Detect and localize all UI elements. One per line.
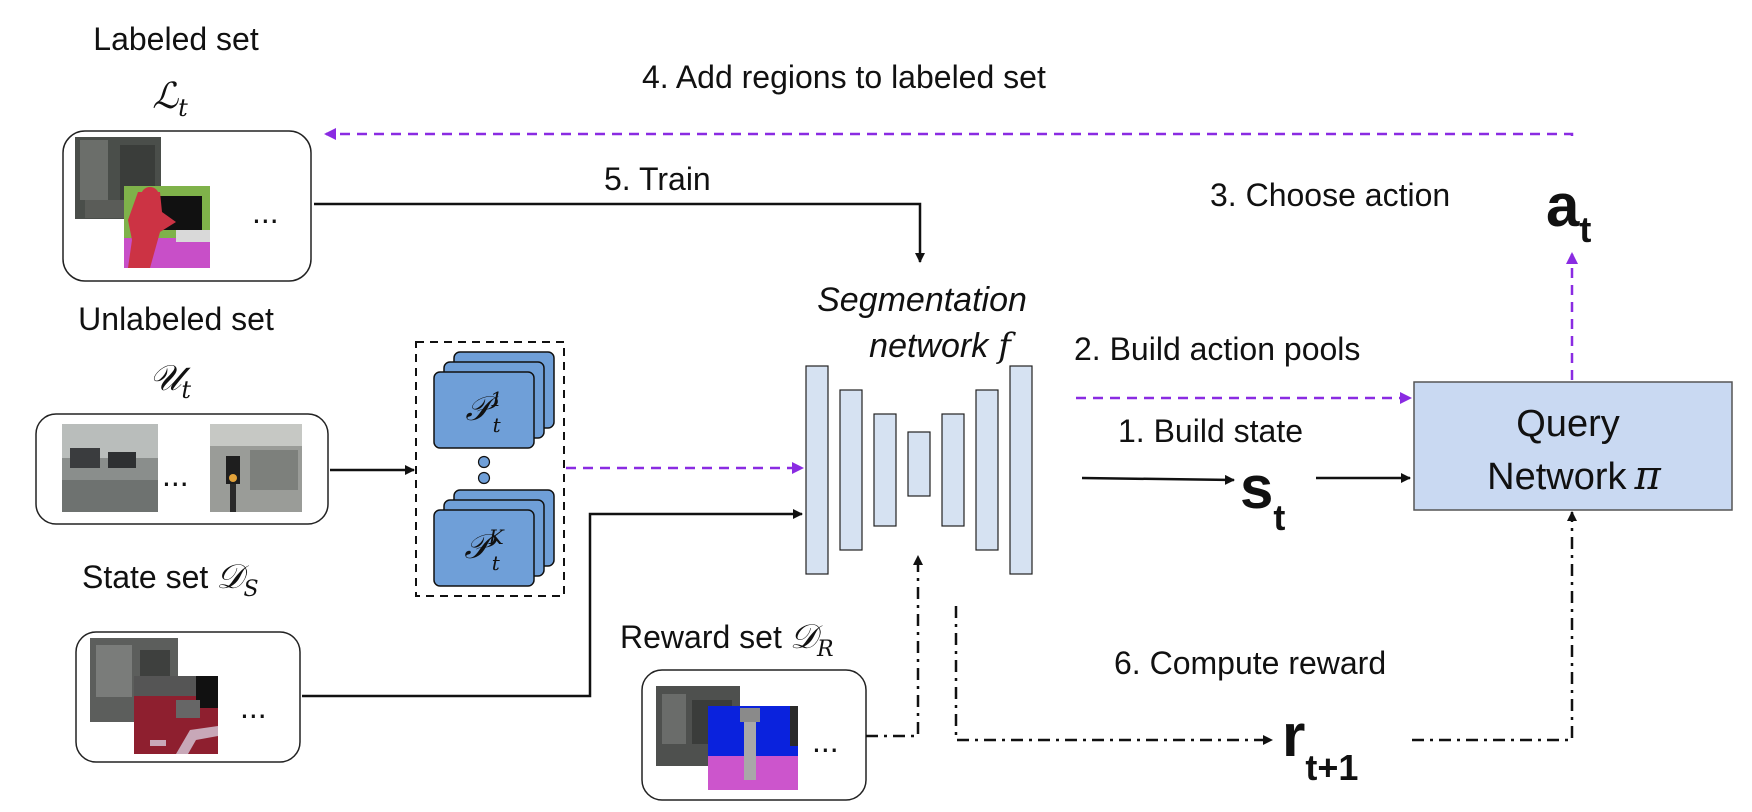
state-ellipsis: ... [240, 689, 267, 725]
arrow-reward-set-to-network [866, 555, 923, 738]
unlabeled-set-symbol: 𝒰t [149, 358, 191, 404]
arrow-train [314, 202, 925, 263]
pool-ellipsis-dots [477, 455, 491, 485]
labeled-set-symbol: ℒt [152, 76, 188, 122]
unlabeled-image-2 [210, 424, 302, 512]
step-5-label: 5. Train [604, 161, 711, 197]
reward-variable: rt+1 [1282, 702, 1358, 788]
state-mask-thumbnail [134, 676, 218, 754]
reward-mask-thumbnail [708, 706, 798, 790]
labeled-ellipsis: ... [252, 194, 279, 230]
segmentation-network-layers [805, 365, 1033, 575]
unlabeled-ellipsis: ... [162, 457, 189, 493]
step-2-label: 2. Build action pools [1074, 331, 1360, 367]
arrow-add-regions-to-labeled [324, 128, 1574, 140]
step-3-label: 3. Choose action [1210, 177, 1450, 213]
step-4-label: 4. Add regions to labeled set [642, 59, 1046, 95]
query-network-box [1413, 381, 1733, 511]
arrow-reward-to-query [1412, 511, 1577, 742]
action-pools-box [415, 341, 565, 597]
reward-ellipsis: ... [812, 723, 839, 759]
segmentation-network-title: Segmentation [817, 281, 1027, 319]
state-variable: st [1240, 454, 1285, 538]
action-variable: at [1546, 172, 1591, 250]
unlabeled-set-title: Unlabeled set [78, 301, 274, 337]
arrow-network-to-state [1081, 474, 1235, 485]
step-1-label: 1. Build state [1118, 413, 1303, 449]
unlabeled-image-1 [62, 424, 158, 512]
labeled-mask-thumbnail [124, 186, 210, 268]
step-6-label: 6. Compute reward [1114, 645, 1386, 681]
labeled-set-title: Labeled set [93, 21, 259, 57]
query-network-title: Query [1516, 403, 1619, 445]
arrow-network-to-reward [954, 606, 1273, 745]
arrow-state-set-to-network [302, 509, 803, 698]
